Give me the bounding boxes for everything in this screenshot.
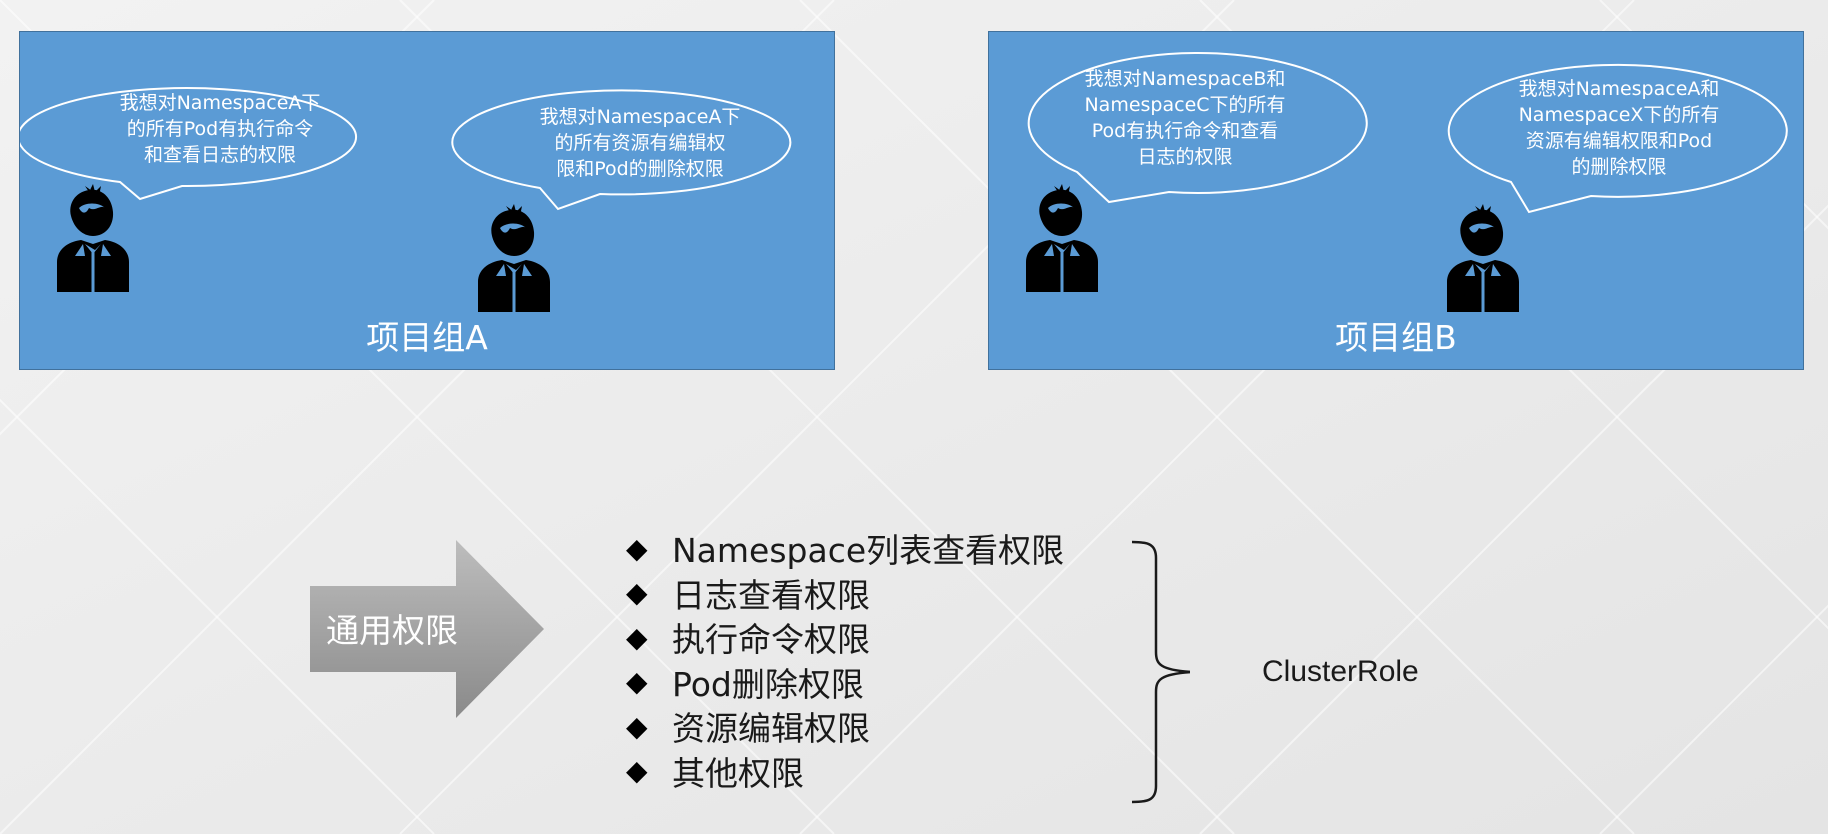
permission-label: Namespace列表查看权限 [672, 531, 1065, 571]
list-item: ◆ Namespace列表查看权限 [626, 526, 1064, 571]
speech-bubble-b1 [1027, 52, 1368, 204]
group-panel-b: 我想对NamespaceB和 NamespaceC下的所有 Pod有执行命令和查… [988, 31, 1804, 370]
group-panel-a: 我想对NamespaceA下 的所有Pod有执行命令 和查看日志的权限 我想对N… [19, 31, 835, 370]
person-icon [478, 204, 550, 312]
person-icon [57, 184, 129, 292]
speech-bubble-a2 [451, 89, 792, 211]
right-brace-icon [1131, 540, 1190, 804]
speech-bubble-b2 [1447, 63, 1788, 214]
list-item: ◆ 资源编辑权限 [626, 704, 1064, 749]
cluster-role-label: ClusterRole [1262, 655, 1419, 688]
permission-label: 资源编辑权限 [672, 709, 870, 749]
speech-text-a2: 我想对NamespaceA下 的所有资源有编辑权 限和Pod的删除权限 [539, 106, 741, 180]
person-icon [1447, 204, 1519, 312]
diamond-icon: ◆ [626, 576, 648, 610]
permission-label: Pod删除权限 [672, 664, 864, 704]
permission-label: 其他权限 [672, 753, 804, 793]
speech-text-b1: 我想对NamespaceB和 NamespaceC下的所有 Pod有执行命令和查… [1084, 68, 1286, 168]
list-item: ◆ 日志查看权限 [626, 571, 1064, 616]
diamond-icon: ◆ [626, 620, 648, 654]
person-icon [1026, 184, 1098, 292]
diamond-icon: ◆ [626, 709, 648, 743]
speech-bubble-a1 [20, 87, 358, 201]
list-item: ◆ 其他权限 [626, 749, 1064, 794]
common-permissions-label: 通用权限 [326, 611, 458, 650]
group-title-b: 项目组B [1335, 318, 1457, 357]
diamond-icon: ◆ [626, 665, 648, 699]
permission-label: 执行命令权限 [672, 620, 870, 660]
group-title-a: 项目组A [366, 318, 488, 357]
right-arrow-icon [310, 540, 544, 718]
speech-text-a1: 我想对NamespaceA下 的所有Pod有执行命令 和查看日志的权限 [119, 92, 321, 166]
permission-list: ◆ Namespace列表查看权限 ◆ 日志查看权限 ◆ 执行命令权限 ◆ Pod删除权… [626, 526, 1064, 793]
list-item: ◆ 执行命令权限 [626, 615, 1064, 660]
diamond-icon: ◆ [626, 531, 648, 565]
speech-text-b2: 我想对NamespaceA和 NamespaceX下的所有 资源有编辑权限和Po… [1518, 78, 1720, 178]
permission-label: 日志查看权限 [672, 575, 870, 615]
diamond-icon: ◆ [626, 754, 648, 788]
list-item: ◆ Pod删除权限 [626, 660, 1064, 705]
